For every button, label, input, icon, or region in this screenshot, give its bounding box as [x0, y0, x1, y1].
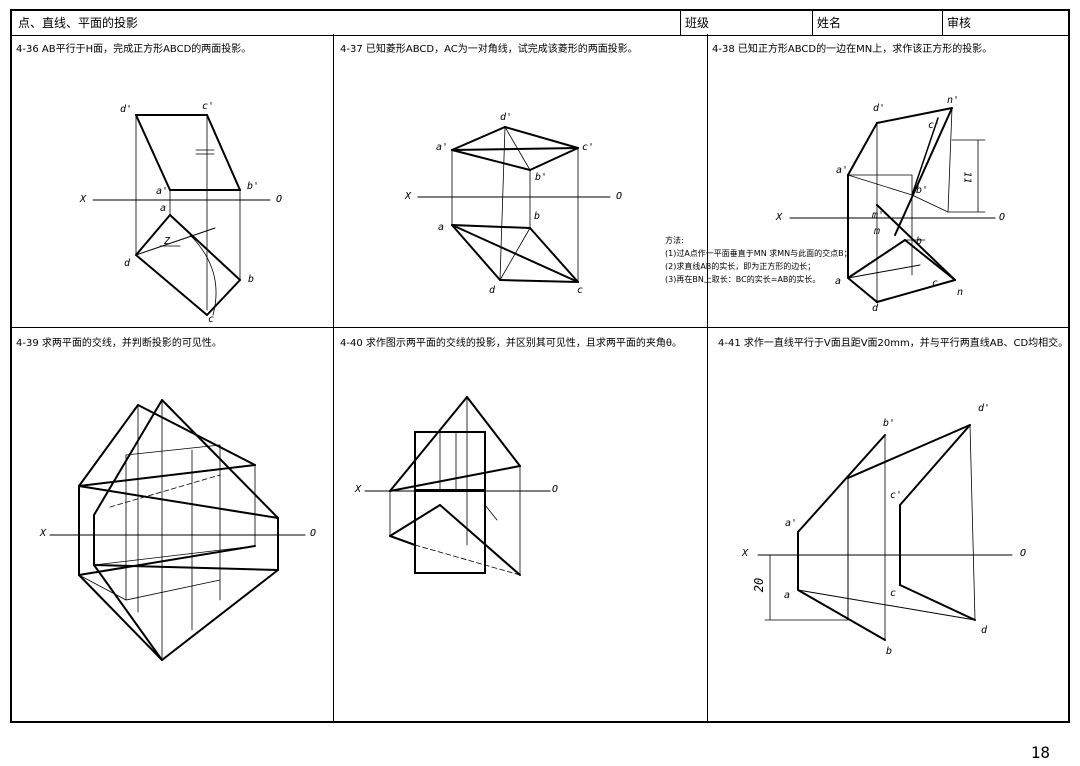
drawing-4-40 [364, 396, 551, 576]
drawing-sheet: 点、直线、平面的投影 班级 姓名 审核 [10, 9, 1070, 723]
axis-o-label: O [552, 484, 559, 495]
point-label: m [874, 226, 881, 237]
point-label: d [124, 258, 131, 269]
panel-divider [11, 327, 1069, 328]
point-label: d' [120, 104, 133, 115]
point-label: d [872, 303, 879, 314]
point-label: m' [872, 210, 885, 221]
axis-x-label: X [405, 191, 412, 202]
point-label: c [577, 285, 584, 296]
page-number: 18 [1030, 743, 1050, 762]
point-label: c [932, 278, 939, 289]
review-field[interactable]: 审核 [942, 11, 1068, 35]
sheet-title: 点、直线、平面的投影 [18, 16, 139, 30]
point-label: d' [500, 112, 513, 123]
axis-x-label: X [80, 194, 87, 205]
point-label: b [248, 274, 255, 285]
point-label: c [890, 588, 897, 599]
name-field[interactable]: 姓名 [812, 11, 942, 35]
point-label: n' [947, 95, 960, 106]
z-label: Z [164, 236, 171, 247]
panel-title-4-41: 4-41 求作一直线平行于V面且距V面20mm，并与平行两直线AB、CD均相交。 [718, 338, 1069, 349]
point-label: a [160, 203, 167, 214]
point-label: c' [928, 120, 941, 131]
dimension-label: 20 [752, 577, 767, 593]
title-block: 点、直线、平面的投影 班级 姓名 审核 [12, 11, 1068, 36]
point-label: b' [883, 418, 896, 429]
drawing-4-39 [49, 399, 306, 661]
method-note-line: (2)求直线AB的实长，即为正方形的边长； [665, 262, 816, 271]
point-label: b [534, 211, 541, 222]
panel-title-4-36: 4-36 AB平行于H面，完成正方形ABCD的两面投影。 [16, 44, 252, 55]
point-label: b' [916, 185, 929, 196]
point-label: b' [247, 181, 260, 192]
axis-o-label: O [999, 212, 1006, 223]
point-label: a' [156, 186, 169, 197]
method-note: 方法: (1)过A点作一平面垂直于MN 求MN与此面的交点B； (2)求直线AB… [665, 234, 852, 286]
point-label: d' [873, 103, 886, 114]
drawing-4-38 [789, 107, 996, 303]
axis-x-label: X [355, 484, 362, 495]
class-field[interactable]: 班级 [680, 11, 812, 35]
drawing-4-37 [417, 126, 611, 283]
point-label: b [886, 646, 893, 657]
point-label: c [208, 314, 215, 325]
panel-divider [333, 34, 334, 723]
axis-x-label: X [742, 548, 749, 559]
point-label: d' [978, 403, 991, 414]
axis-x-label: X [40, 528, 47, 539]
axis-o-label: O [276, 194, 283, 205]
panel-title-4-37: 4-37 已知菱形ABCD，AC为一对角线，试完成该菱形的两面投影。 [340, 44, 638, 55]
method-note-heading: 方法: [665, 236, 684, 245]
point-label: d [489, 285, 496, 296]
method-note-line: (1)过A点作一平面垂直于MN 求MN与此面的交点B； [665, 249, 852, 258]
panel-title-4-38: 4-38 已知正方形ABCD的一边在MN上，求作该正方形的投影。 [712, 44, 993, 55]
point-label: a [835, 276, 842, 287]
panel-divider [707, 34, 708, 723]
method-note-line: (3)再在BN上取长：BC的实长=AB的实长。 [665, 275, 821, 284]
point-label: a [784, 590, 791, 601]
point-label: a' [836, 165, 849, 176]
point-label: n [957, 287, 964, 298]
point-label: b' [535, 172, 548, 183]
panel-title-4-40: 4-40 求作图示两平面的交线的投影，并区别其可见性，且求两平面的夹角θ。 [340, 338, 682, 349]
point-label: a [438, 222, 445, 233]
point-label: a' [785, 518, 798, 529]
axis-o-label: O [616, 191, 623, 202]
axis-x-label: X [776, 212, 783, 223]
point-label: a' [436, 142, 449, 153]
point-label: b [916, 236, 923, 247]
point-label: c' [202, 101, 215, 112]
point-label: d [981, 625, 988, 636]
axis-o-label: O [310, 528, 317, 539]
drawing-4-41 [757, 424, 1013, 641]
point-label: c' [582, 142, 595, 153]
dimension-label: 11 [961, 171, 973, 184]
point-label: c' [890, 490, 903, 501]
axis-o-label: O [1020, 548, 1027, 559]
drawing-4-36 [92, 114, 271, 316]
panel-title-4-39: 4-39 求两平面的交线，并判断投影的可见性。 [16, 338, 222, 349]
